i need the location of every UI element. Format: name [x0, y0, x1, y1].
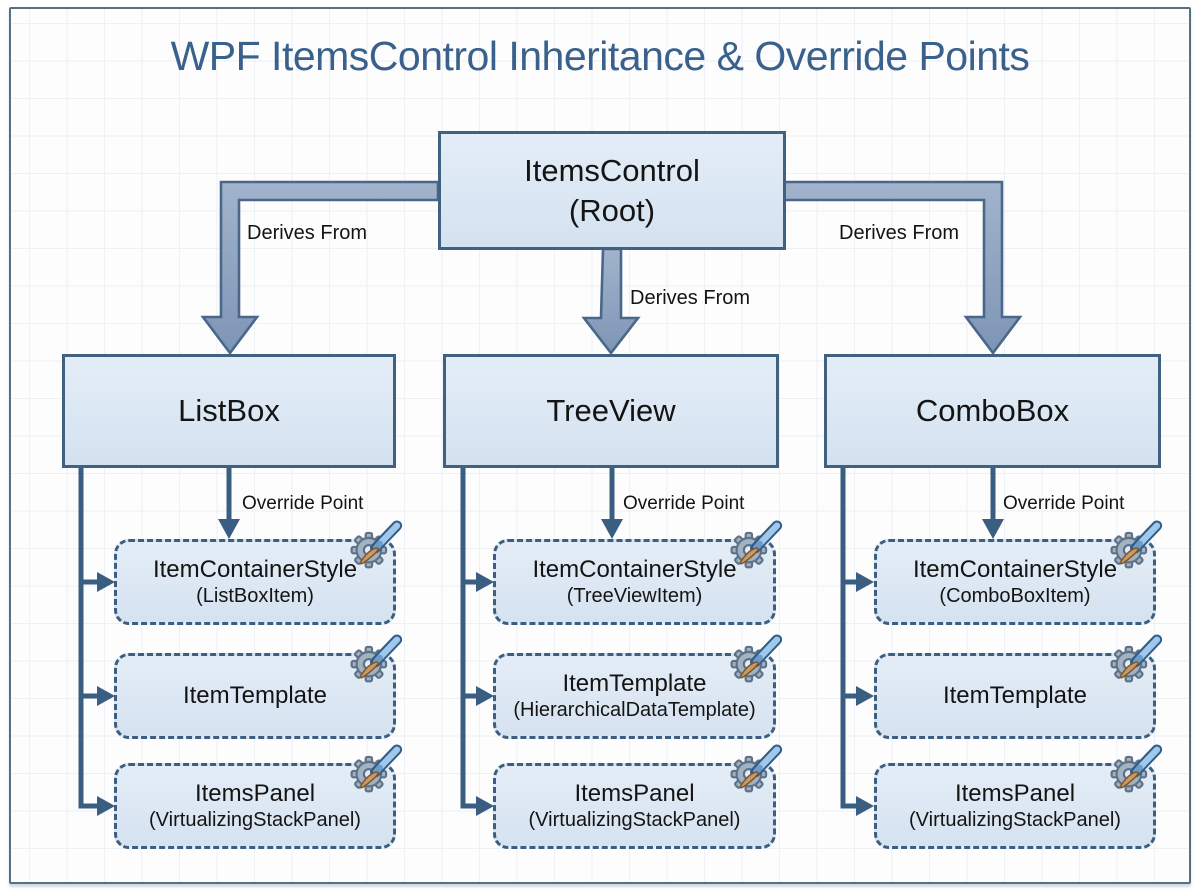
arrowhead: [856, 572, 874, 592]
gear-brush-icon: [1108, 519, 1166, 574]
derives-from-label-listbox: Derives From: [247, 222, 368, 244]
override-point-label-treeview: Override Point: [623, 493, 745, 514]
trunk-listbox: [78, 468, 98, 809]
derives-arrow-combobox: [782, 180, 1023, 356]
trunk-treeview: [460, 468, 477, 809]
gear-brush-icon: [728, 743, 786, 798]
derives-arrow-listbox: [200, 180, 440, 356]
node-sublabel: (Root): [568, 192, 656, 228]
override-box-itemcontainerstyle: ItemContainerStyle (ListBoxItem): [114, 539, 396, 625]
gear-brush-icon: [348, 519, 406, 574]
override-box-itemtemplate: ItemTemplate: [114, 653, 396, 739]
override-title: ItemsPanel: [954, 780, 1076, 808]
arrowhead: [97, 796, 115, 816]
node-combobox: ComboBox: [824, 354, 1161, 468]
diagram-title: WPF ItemsControl Inheritance & Override …: [170, 33, 1030, 79]
gear-brush-icon: [728, 519, 786, 574]
override-subtitle: (VirtualizingStackPanel): [909, 808, 1121, 831]
connector-layer: [78, 180, 1023, 816]
arrowhead: [601, 519, 623, 539]
node-label: ComboBox: [915, 393, 1070, 429]
override-title: ItemContainerStyle: [152, 556, 358, 584]
arrowhead: [856, 686, 874, 706]
override-title: ItemTemplate: [942, 682, 1088, 710]
diagram-frame: WPF ItemsControl Inheritance & Override …: [9, 7, 1191, 884]
arrowhead: [218, 519, 240, 539]
override-box-itemtemplate: ItemTemplate (HierarchicalDataTemplate): [493, 653, 776, 739]
override-subtitle: (ComboBoxItem): [939, 584, 1091, 607]
override-title: ItemsPanel: [574, 780, 695, 808]
arrowhead: [982, 519, 1004, 539]
override-subtitle: (TreeViewItem): [566, 584, 703, 607]
override-title: ItemTemplate: [562, 670, 707, 698]
node-listbox: ListBox: [62, 354, 396, 468]
derives-from-label-treeview: Derives From: [630, 287, 751, 309]
override-box-itemspanel: ItemsPanel (VirtualizingStackPanel): [493, 763, 776, 849]
override-subtitle: (VirtualizingStackPanel): [149, 808, 361, 831]
derives-arrow-treeview: [581, 247, 641, 356]
override-box-itemspanel: ItemsPanel (VirtualizingStackPanel): [114, 763, 396, 849]
override-box-itemspanel: ItemsPanel (VirtualizingStackPanel): [874, 763, 1156, 849]
node-label: ItemsControl: [524, 152, 700, 188]
override-box-itemcontainerstyle: ItemContainerStyle (TreeViewItem): [493, 539, 776, 625]
arrowhead: [476, 572, 494, 592]
node-treeview: TreeView: [443, 354, 779, 468]
gear-brush-icon: [348, 743, 406, 798]
arrowhead: [476, 686, 494, 706]
node-itemscontrol: ItemsControl (Root): [438, 131, 786, 250]
override-title: ItemTemplate: [182, 682, 328, 710]
trunk-combobox: [840, 468, 857, 809]
arrowhead: [97, 572, 115, 592]
override-title: ItemContainerStyle: [912, 556, 1118, 584]
gear-brush-icon: [1108, 743, 1166, 798]
override-title: ItemsPanel: [194, 780, 316, 808]
override-point-label-listbox: Override Point: [242, 493, 364, 514]
override-point-label-combobox: Override Point: [1003, 493, 1125, 514]
gear-brush-icon: [728, 633, 786, 688]
override-box-itemcontainerstyle: ItemContainerStyle (ComboBoxItem): [874, 539, 1156, 625]
gear-brush-icon: [1108, 633, 1166, 688]
arrowhead: [97, 686, 115, 706]
derives-from-label-combobox: Derives From: [839, 222, 960, 244]
override-subtitle: (ListBoxItem): [196, 584, 314, 607]
gear-brush-icon: [348, 633, 406, 688]
override-subtitle: (VirtualizingStackPanel): [528, 808, 741, 831]
arrowhead: [856, 796, 874, 816]
override-box-itemtemplate: ItemTemplate: [874, 653, 1156, 739]
override-title: ItemContainerStyle: [532, 556, 737, 584]
arrowhead: [476, 796, 494, 816]
node-label: TreeView: [546, 393, 676, 429]
node-label: ListBox: [178, 393, 280, 429]
override-subtitle: (HierarchicalDataTemplate): [513, 698, 756, 721]
